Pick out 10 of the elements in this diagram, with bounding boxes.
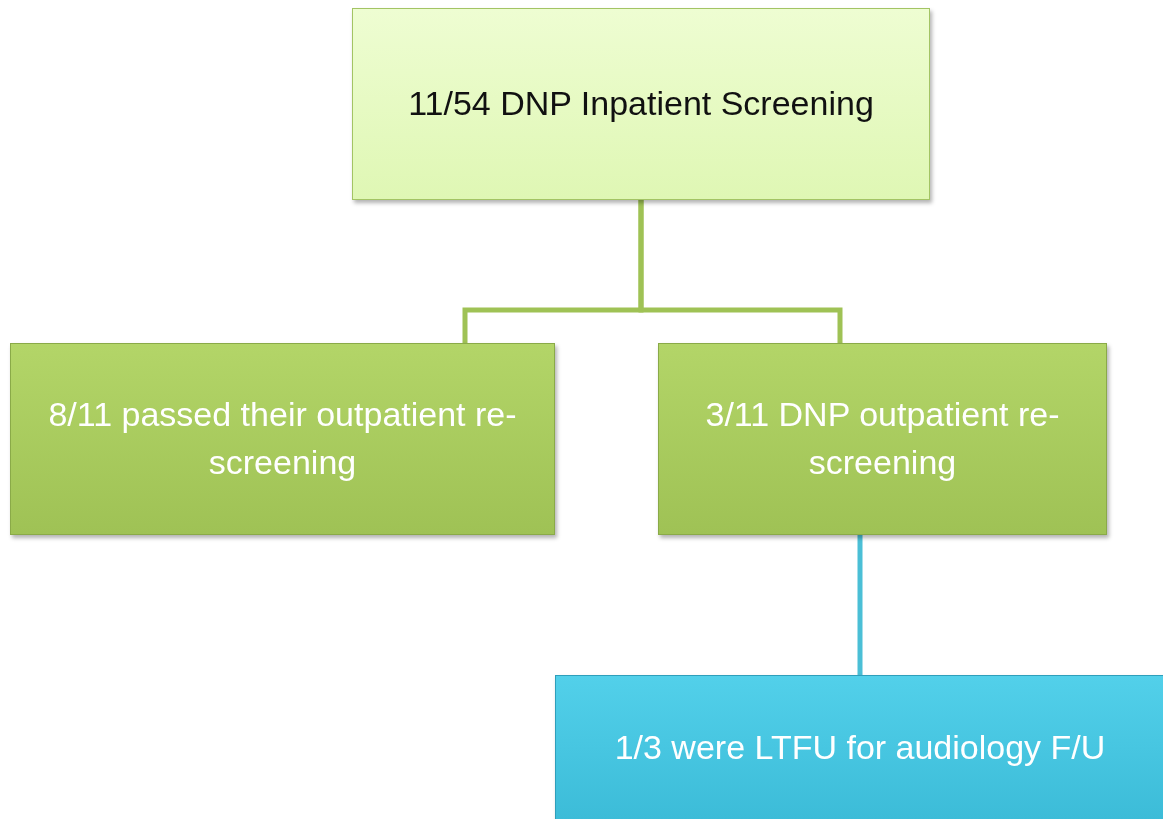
process-box bbox=[555, 675, 1163, 819]
box-text: 11/54 DNP Inpatient Screening bbox=[408, 83, 874, 125]
process-box bbox=[658, 343, 1107, 535]
process-box bbox=[352, 8, 930, 200]
box-text: 1/3 were LTFU for audiology F/U bbox=[614, 727, 1106, 769]
box-text: 8/11 passed their outpatient re-screening bbox=[47, 394, 518, 483]
box-text: 3/11 DNP outpatient re-screening bbox=[704, 394, 1061, 483]
connector-line bbox=[857, 535, 863, 675]
process-box bbox=[10, 343, 555, 535]
connector-line bbox=[638, 200, 843, 343]
